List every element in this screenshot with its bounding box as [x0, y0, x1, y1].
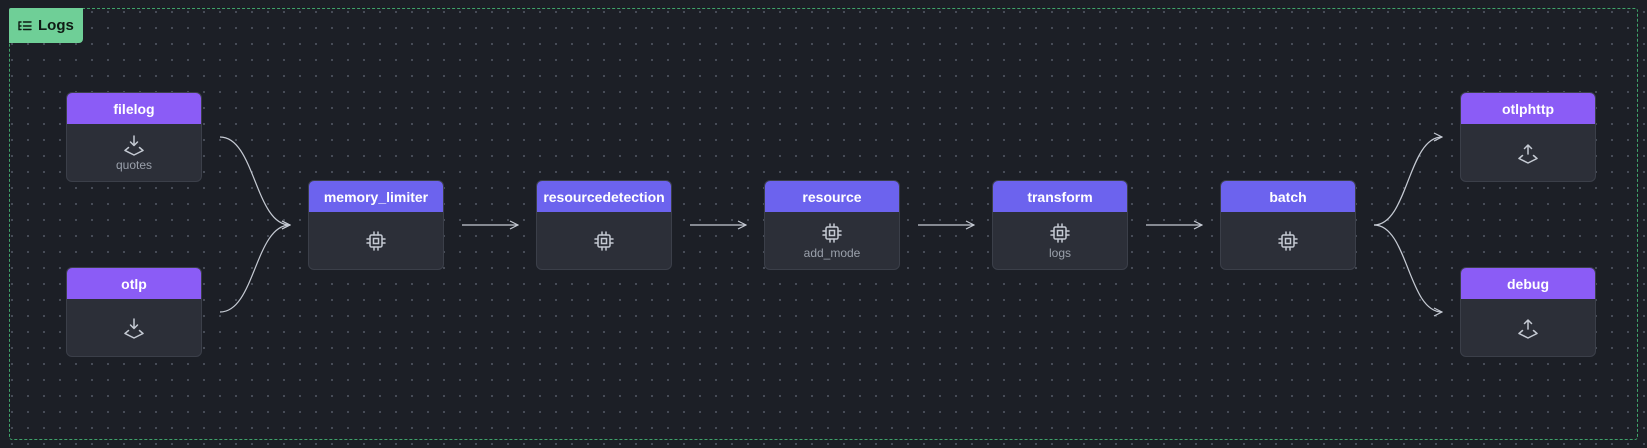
node-title: memory_limiter — [323, 188, 429, 205]
node-body — [1221, 212, 1355, 269]
node-body — [67, 299, 201, 356]
node-header: otlp — [67, 268, 201, 299]
node-body: add_mode — [765, 212, 899, 269]
import-icon — [123, 317, 145, 339]
node-header: batch — [1221, 181, 1355, 212]
node-title: otlphttp — [1501, 100, 1555, 117]
node-transform[interactable]: transform logs — [992, 180, 1128, 270]
node-title: filelog — [113, 100, 155, 117]
node-header: resourcedetection — [537, 181, 671, 212]
node-title: debug — [1507, 275, 1549, 292]
node-header: resource — [765, 181, 899, 212]
node-body — [309, 212, 443, 269]
node-title: batch — [1269, 188, 1307, 205]
node-body — [537, 212, 671, 269]
export-icon — [1517, 317, 1539, 339]
node-otlphttp[interactable]: otlphttp — [1460, 92, 1596, 182]
node-body — [1461, 299, 1595, 356]
edge-batch-to-debug — [1373, 224, 1442, 312]
export-icon — [1517, 142, 1539, 164]
chip-icon — [593, 230, 615, 252]
chip-icon — [1277, 230, 1299, 252]
node-header: memory_limiter — [309, 181, 443, 212]
node-title: resourcedetection — [543, 188, 665, 205]
node-title: resource — [802, 188, 862, 205]
node-subtitle: logs — [1048, 245, 1071, 260]
edge-batch-to-otlphttp — [1373, 137, 1442, 226]
chip-icon — [821, 222, 843, 244]
chip-icon — [1049, 222, 1071, 244]
node-otlp[interactable]: otlp — [66, 267, 202, 357]
pipeline-group-frame — [9, 8, 1638, 440]
node-header: debug — [1461, 268, 1595, 299]
pipeline-list-icon — [18, 20, 32, 32]
node-filelog[interactable]: filelog quotes — [66, 92, 202, 182]
node-title: transform — [1027, 188, 1093, 205]
edge-filelog-to-memory_limiter — [219, 136, 290, 225]
pipeline-group-label: Logs — [38, 17, 74, 34]
node-subtitle: add_mode — [803, 245, 861, 260]
node-subtitle: quotes — [115, 157, 153, 172]
import-icon — [123, 134, 145, 156]
node-resourcedetection[interactable]: resourcedetection — [536, 180, 672, 270]
node-batch[interactable]: batch — [1220, 180, 1356, 270]
node-body — [1461, 124, 1595, 181]
node-body: quotes — [67, 124, 201, 181]
node-header: otlphttp — [1461, 93, 1595, 124]
node-debug[interactable]: debug — [1460, 267, 1596, 357]
node-body: logs — [993, 212, 1127, 269]
chip-icon — [365, 230, 387, 252]
node-memory_limiter[interactable]: memory_limiter — [308, 180, 444, 270]
pipeline-group-tag[interactable]: Logs — [9, 8, 83, 43]
node-resource[interactable]: resource add_mode — [764, 180, 900, 270]
node-header: filelog — [67, 93, 201, 124]
edge-otlp-to-memory_limiter — [219, 225, 290, 313]
node-title: otlp — [121, 275, 147, 292]
node-header: transform — [993, 181, 1127, 212]
